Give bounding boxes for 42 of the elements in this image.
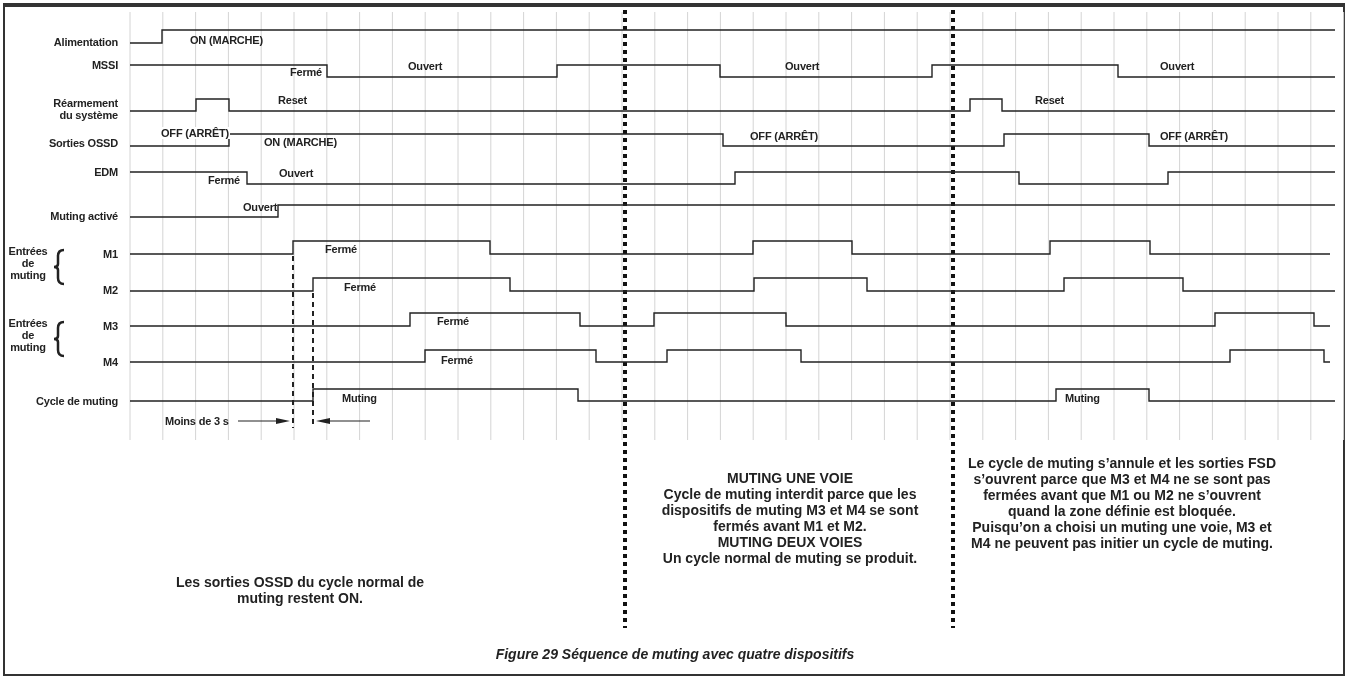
state-label: Ouvert	[1160, 60, 1195, 72]
state-label: Fermé	[290, 66, 323, 78]
signal-name: Alimentation	[53, 36, 118, 48]
signal-name: EDM	[94, 166, 118, 178]
note-text: Le cycle de muting s’annule et les sorties FSD s’ouvrent parce que M3 et M4 ne se sont pas fermées avant que M1 ou M2 ne s’ouvrent quand la zone définie est bloquée.	[966, 455, 1278, 519]
signal-name: MSSI	[91, 59, 118, 71]
state-label: ON (MARCHE)	[264, 136, 337, 148]
state-label: Fermé	[325, 243, 358, 255]
state-label: OFF (ARRÊT)	[1160, 130, 1229, 142]
note-text: Puisqu’on a choisi un muting une voie, M3 et M4 ne peuvent pas initier un cycle de muting.	[970, 519, 1274, 551]
state-label: Fermé	[208, 174, 241, 186]
signal-name: Réarmement du système	[52, 97, 118, 121]
state-label: Ouvert	[243, 201, 278, 213]
group-label: Entrées de muting	[8, 317, 48, 353]
note-text: Les sorties OSSD du cycle normal de muting restent ON.	[174, 574, 426, 606]
state-label: Fermé	[437, 315, 470, 327]
signal-name: M1	[103, 248, 118, 260]
figure-caption: Figure 29 Séquence de muting avec quatre dispositifs	[494, 646, 856, 662]
state-label: ON (MARCHE)	[190, 34, 263, 46]
dimension-label: Moins de 3 s	[165, 415, 229, 427]
state-label: Fermé	[441, 354, 474, 366]
state-label: Ouvert	[279, 167, 314, 179]
state-label: Muting	[342, 392, 377, 404]
signal-name: M3	[103, 320, 118, 332]
signal-name: M2	[103, 284, 118, 296]
signal-name: Cycle de muting	[36, 395, 118, 407]
signal-name: Sorties OSSD	[48, 137, 118, 149]
state-label: OFF (ARRÊT)	[750, 130, 819, 142]
state-label: Reset	[1035, 94, 1064, 106]
state-label: Reset	[278, 94, 307, 106]
state-label: Ouvert	[785, 60, 820, 72]
state-label: Muting	[1065, 392, 1100, 404]
note-heading: MUTING UNE VOIE	[726, 470, 854, 486]
note-heading: MUTING DEUX VOIES	[716, 534, 864, 550]
state-label: Fermé	[344, 281, 377, 293]
state-label: Ouvert	[408, 60, 443, 72]
note-text: Cycle de muting interdit parce que les dispositifs de muting M3 et M4 se sont fermés avant M1 et M2.	[660, 486, 920, 534]
signal-name: Muting activé	[50, 210, 118, 222]
note-text: Un cycle normal de muting se produit.	[661, 550, 919, 566]
group-label: Entrées de muting	[8, 245, 48, 281]
signal-name: M4	[103, 356, 118, 368]
state-label: OFF (ARRÊT)	[160, 127, 231, 139]
